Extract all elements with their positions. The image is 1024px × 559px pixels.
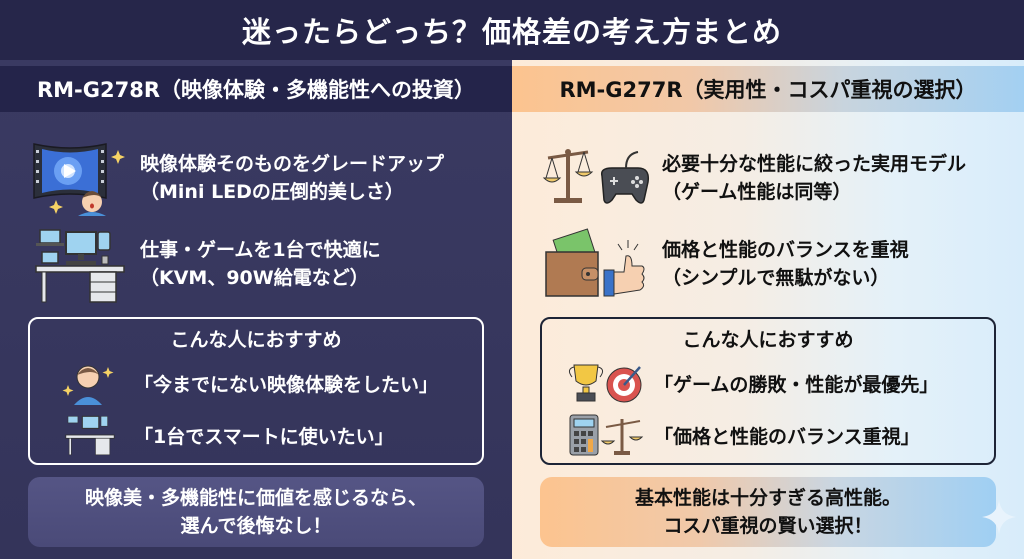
recommend-box: こんな人におすすめ 「今までにない映像体験をしたい」 — [28, 317, 484, 465]
wallet-thumbs-up-icon — [542, 226, 652, 302]
recommend-item: 「今までにない映像体験をしたい」 — [30, 361, 482, 405]
feature-item: 必要十分な性能に絞った実用モデル （ゲーム性能は同等） — [512, 138, 1024, 218]
excited-person-icon — [60, 361, 120, 405]
feature-line1: 価格と性能のバランスを重視 — [662, 239, 909, 261]
title-bar: 迷ったらどっち？価格差の考え方まとめ — [0, 0, 1024, 60]
trophy-target-icon — [566, 361, 646, 405]
conclusion-line1: 基本性能は十分すぎる高性能。 — [634, 487, 901, 509]
desk-workstation-icon — [60, 413, 120, 457]
recommend-text: 「ゲームの勝敗・性能が最優先」 — [654, 373, 939, 396]
recommend-title: こんな人におすすめ — [682, 329, 854, 351]
feature-line2: （シンプルで無駄がない） — [662, 267, 890, 289]
panel-rm-g278r: RM-G278R（映像体験・多機能性への投資） — [0, 60, 512, 559]
sparkle-icon — [982, 500, 1016, 534]
conclusion-line2: コスパ重視の賢い選択！ — [663, 515, 873, 537]
panel-header-right: RM-G277R（実用性・コスパ重視の選択） — [512, 66, 1024, 112]
feature-line2: （Mini LEDの圧倒的美しさ） — [140, 181, 404, 203]
feature-line1: 映像体験そのものをグレードアップ — [140, 153, 445, 175]
feature-line1: 必要十分な性能に絞った実用モデル — [662, 153, 967, 175]
page-title: 迷ったらどっち？価格差の考え方まとめ — [241, 15, 782, 49]
recommend-title: こんな人におすすめ — [170, 329, 342, 351]
conclusion-line1: 映像美・多機能性に価値を感じるなら、 — [84, 487, 427, 509]
calculator-scale-icon — [566, 413, 646, 457]
panel-rm-g277r: RM-G277R（実用性・コスパ重視の選択） 必要十分な性能に絞った実用モデル … — [512, 60, 1024, 559]
recommend-item: 「ゲームの勝敗・性能が最優先」 — [542, 361, 994, 405]
recommend-item: 「価格と性能のバランス重視」 — [542, 413, 994, 457]
recommend-text: 「1台でスマートに使いたい」 — [134, 425, 394, 448]
feature-line2: （KVM、90W給電など） — [140, 267, 369, 289]
desk-workstation-icon — [30, 226, 130, 303]
feature-item: 仕事・ゲームを1台で快適に （KVM、90W給電など） — [0, 224, 512, 304]
feature-item: 価格と性能のバランスを重視 （シンプルで無駄がない） — [512, 224, 1024, 304]
feature-line2: （ゲーム性能は同等） — [662, 181, 852, 203]
feature-line1: 仕事・ゲームを1台で快適に — [140, 239, 381, 261]
scale-and-gamepad-icon — [542, 140, 652, 216]
recommend-box: こんな人におすすめ 「ゲームの勝敗・性能が最優先」 — [540, 317, 996, 465]
panel-header-left: RM-G278R（映像体験・多機能性への投資） — [0, 66, 512, 112]
conclusion-line2: 選んで後悔なし！ — [180, 515, 332, 537]
recommend-text: 「価格と性能のバランス重視」 — [654, 425, 920, 448]
conclusion-box: 映像美・多機能性に価値を感じるなら、 選んで後悔なし！ — [28, 477, 484, 547]
feature-item: 映像体験そのものをグレードアップ （Mini LEDの圧倒的美しさ） — [0, 138, 512, 218]
curved-screen-viewer-icon — [30, 140, 130, 216]
recommend-item: 「1台でスマートに使いたい」 — [30, 413, 482, 457]
conclusion-box: 基本性能は十分すぎる高性能。 コスパ重視の賢い選択！ — [540, 477, 996, 547]
recommend-text: 「今までにない映像体験をしたい」 — [134, 373, 439, 396]
